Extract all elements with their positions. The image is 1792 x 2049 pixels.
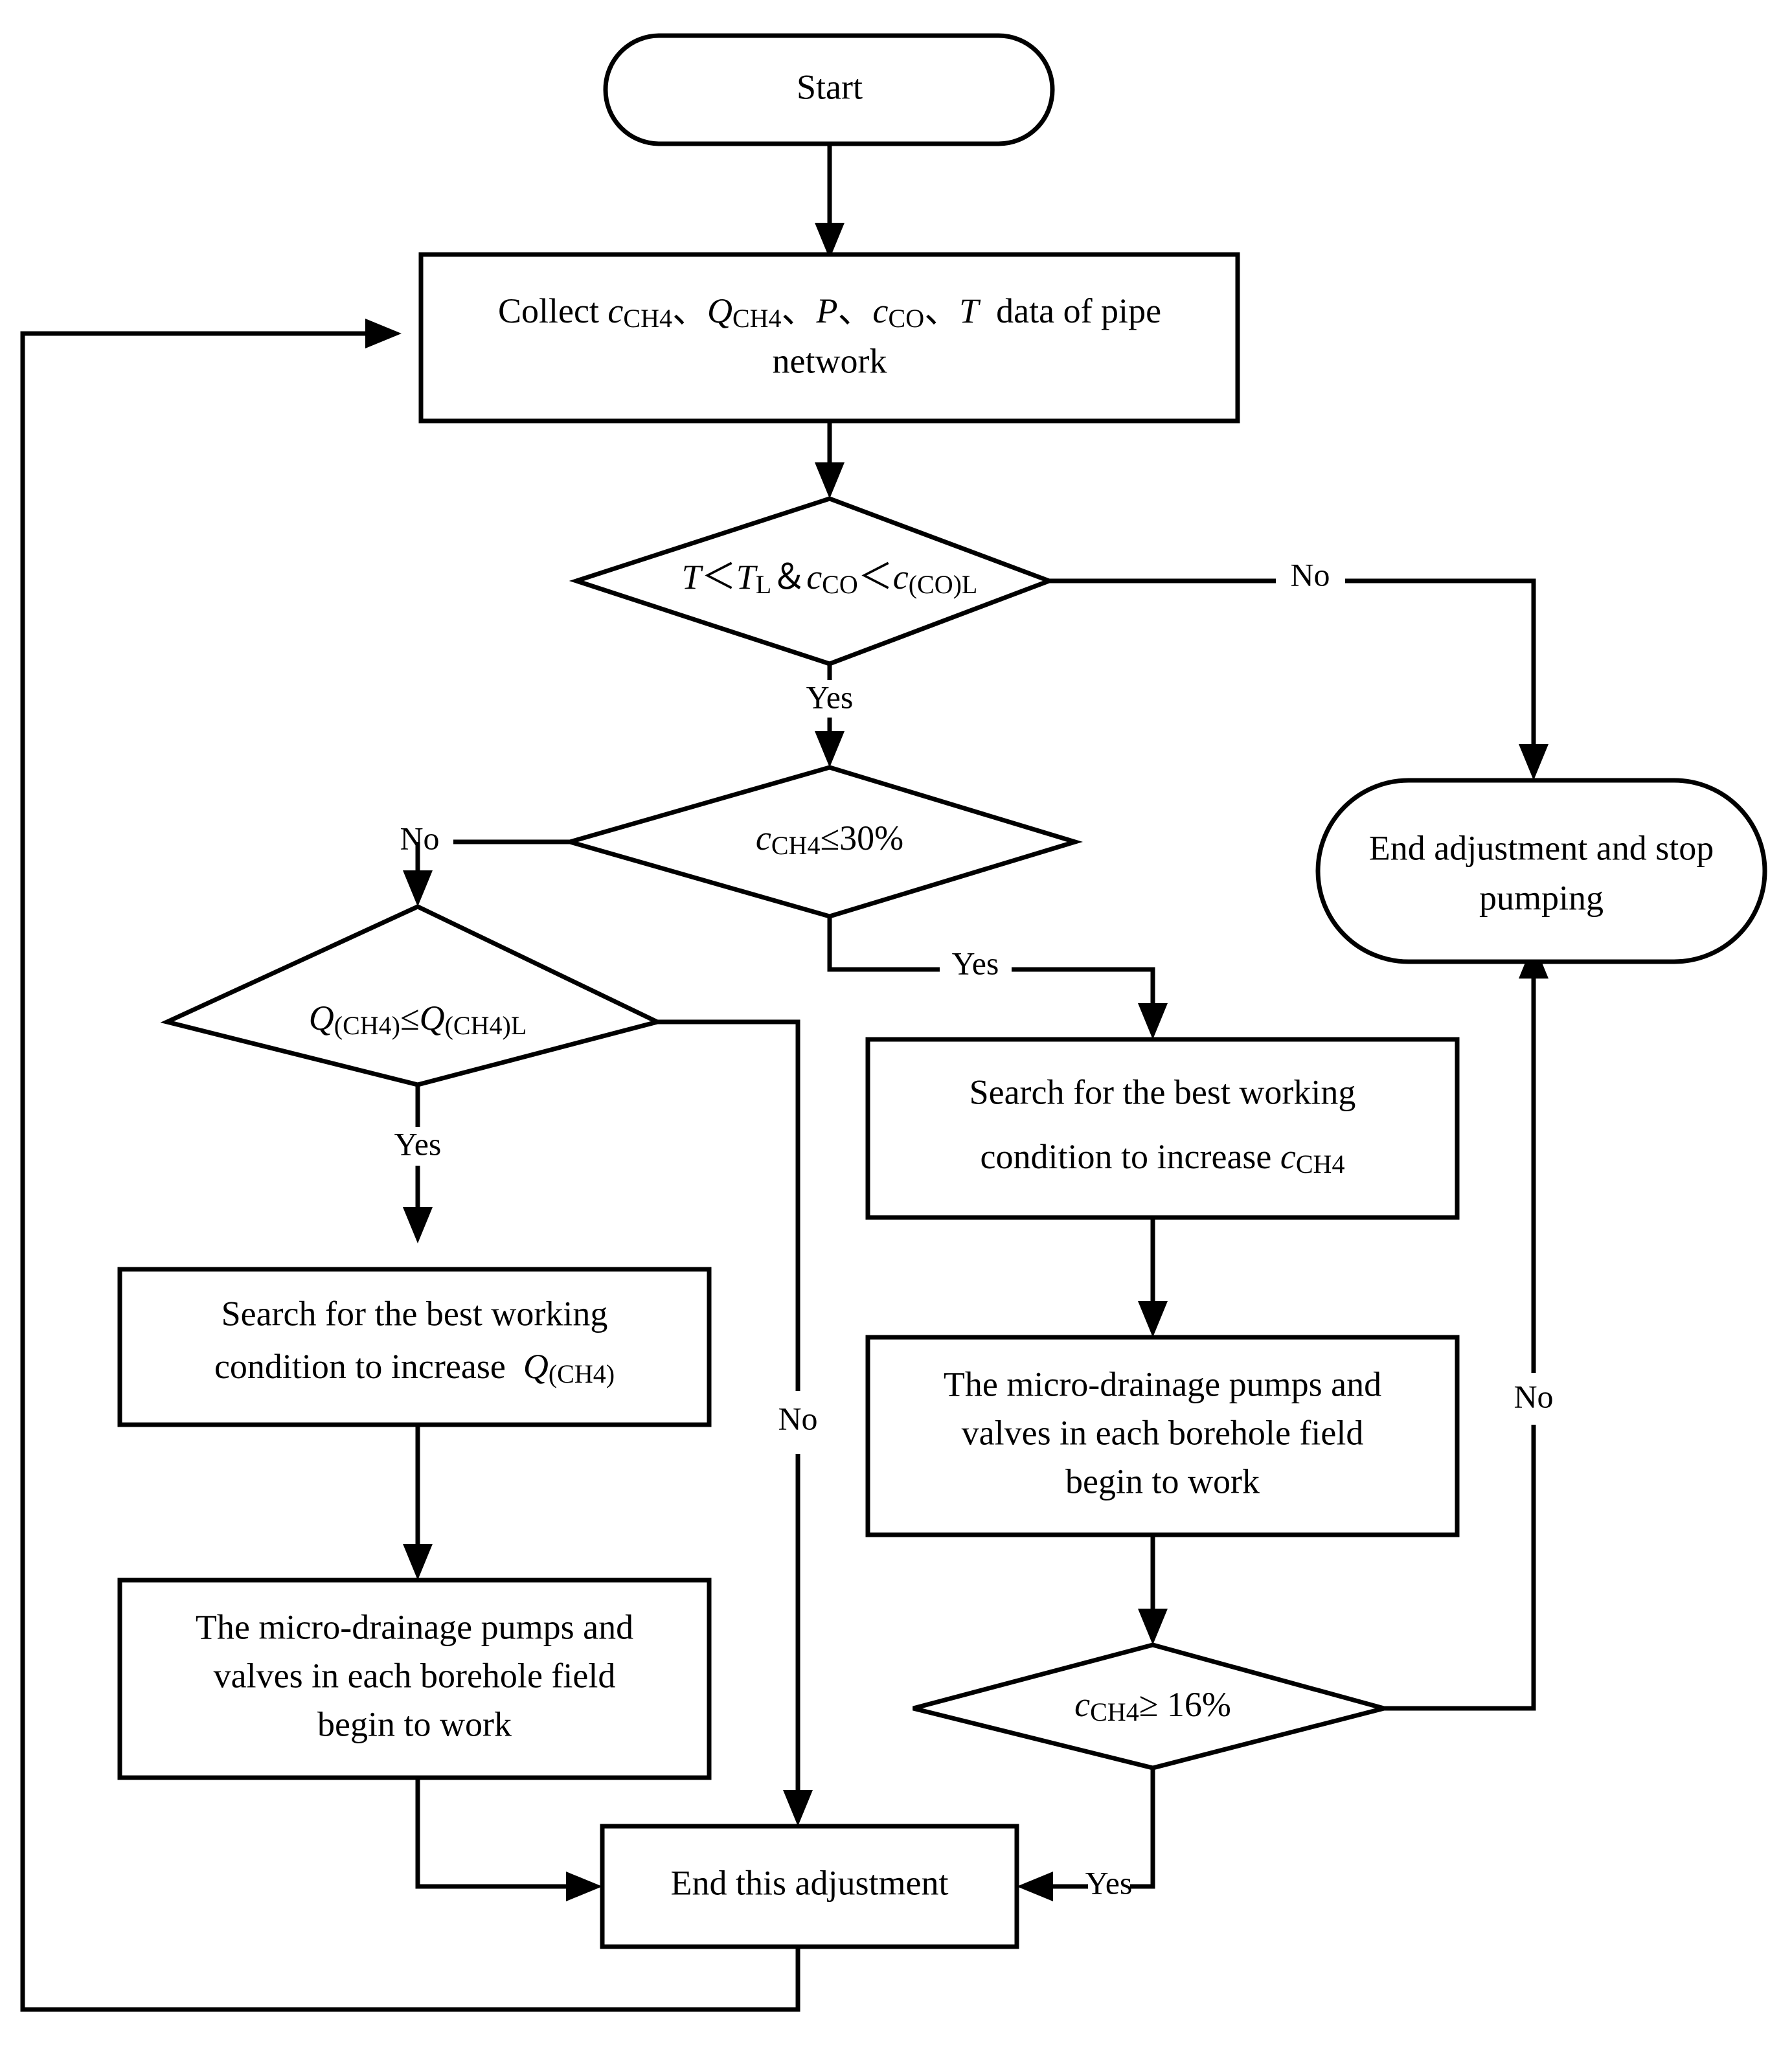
edge-label-ch4-16-yes: Yes (1085, 1864, 1133, 1901)
node-pumps-right-line2: valves in each borehole field (962, 1413, 1364, 1452)
node-end-this-adjustment[interactable]: End this adjustment (600, 1824, 1019, 1949)
node-search-increase-c-line1: Search for the best working (970, 1072, 1356, 1111)
node-decision-temp-co-label: T＜TL＆cCO＜c(CO)L (682, 558, 978, 599)
node-search-increase-q[interactable]: Search for the best working condition to… (117, 1267, 712, 1427)
node-collect-label-line1: Collect cCH4、QCH4、P、cCO、T data of pipe (498, 291, 1161, 333)
edge-pumps-left-to-end-adjustment (415, 1778, 602, 1901)
edge-ch4-30-no: No (400, 820, 570, 907)
node-decision-ch4-30-label: cCH4≤30% (756, 819, 903, 860)
node-collect[interactable]: Collect cCH4、QCH4、P、cCO、T data of pipe n… (418, 252, 1240, 424)
node-pumps-left-line2: valves in each borehole field (214, 1656, 616, 1695)
edge-search-c-to-pumps-right (1138, 1217, 1168, 1337)
edge-collect-to-decision-temp-co (815, 421, 845, 499)
node-pumps-right-line3: begin to work (1065, 1462, 1260, 1500)
edge-temp-co-yes: Yes (806, 664, 854, 767)
node-decision-q-ch4-label: Q(CH4)≤Q(CH4)L (309, 999, 527, 1040)
node-decision-ch4-16-label: cCH4≥ 16% (1074, 1685, 1231, 1726)
node-end-this-adjustment-label: End this adjustment (671, 1863, 949, 1902)
edge-label-temp-co-yes: Yes (806, 679, 854, 715)
node-pumps-right-line1: The micro-drainage pumps and (944, 1364, 1381, 1403)
edge-label-ch4-16-no: No (1514, 1378, 1553, 1414)
edge-start-to-collect (815, 144, 845, 259)
node-search-increase-q-line2: condition to increase Q(CH4) (214, 1347, 615, 1388)
node-pumps-left-line1: The micro-drainage pumps and (196, 1607, 633, 1646)
edge-label-temp-co-no: No (1290, 556, 1330, 593)
edge-q-ch4-no: No (657, 1019, 818, 1826)
edge-search-q-to-pumps-left (403, 1425, 433, 1580)
node-search-increase-q-line1: Search for the best working (221, 1294, 608, 1333)
node-search-increase-c-line2: condition to increase cCH4 (981, 1137, 1345, 1179)
node-pumps-valves-right[interactable]: The micro-drainage pumps and valves in e… (865, 1335, 1460, 1537)
node-decision-temp-co[interactable]: T＜TL＆cCO＜c(CO)L (569, 496, 1056, 666)
node-end-stop-pumping-line2: pumping (1479, 878, 1604, 917)
node-decision-ch4-30[interactable]: cCH4≤30% (561, 765, 1083, 919)
edge-pumps-right-to-decision-ch4-16 (1138, 1535, 1168, 1645)
node-end-stop-pumping-line1: End adjustment and stop (1369, 828, 1714, 867)
node-collect-label-line2: network (773, 341, 887, 380)
node-search-increase-c[interactable]: Search for the best working condition to… (865, 1037, 1460, 1220)
edge-q-ch4-yes: Yes (394, 1085, 442, 1243)
node-decision-ch4-16[interactable]: cCH4≥ 16% (913, 1642, 1393, 1771)
edge-feedback-loop-to-collect (20, 319, 800, 2012)
edge-ch4-16-no: No (1384, 942, 1554, 1711)
edge-label-q-ch4-yes: Yes (394, 1126, 442, 1162)
edge-temp-co-no: No (1049, 556, 1548, 780)
edge-label-ch4-30-yes: Yes (952, 945, 999, 981)
node-start[interactable]: Start (603, 33, 1055, 146)
node-pumps-valves-left[interactable]: The micro-drainage pumps and valves in e… (117, 1578, 712, 1780)
node-end-stop-pumping[interactable]: End adjustment and stop pumping (1315, 778, 1767, 964)
edge-ch4-16-yes: Yes (1017, 1768, 1155, 1901)
edge-ch4-30-yes: Yes (827, 916, 1168, 1039)
node-pumps-left-line3: begin to work (317, 1704, 512, 1743)
node-decision-q-ch4[interactable]: Q(CH4)≤Q(CH4)L (160, 904, 664, 1087)
node-start-label: Start (797, 67, 863, 106)
edge-label-q-ch4-no: No (778, 1400, 817, 1436)
edge-label-ch4-30-no: No (400, 820, 439, 856)
